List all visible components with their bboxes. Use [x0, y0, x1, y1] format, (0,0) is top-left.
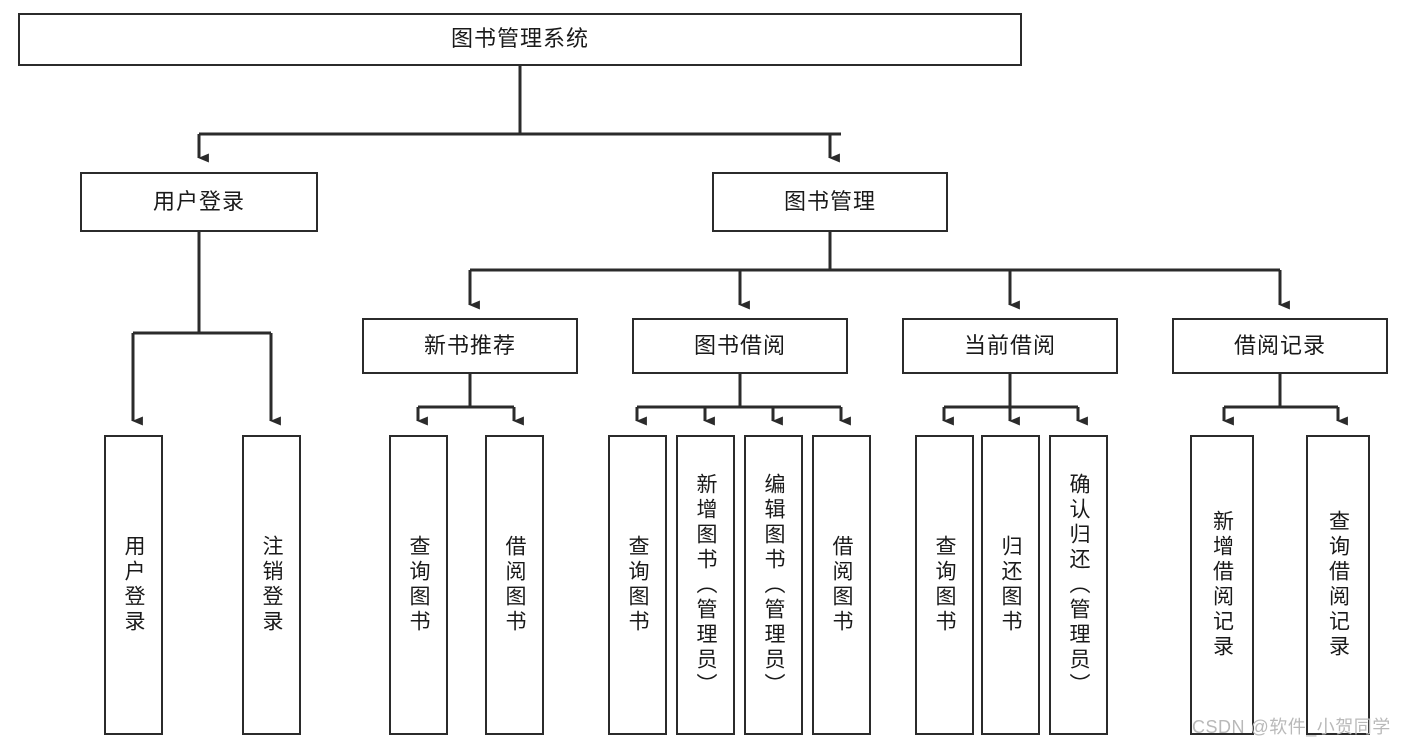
node-root-label: 图书管理系统 [450, 26, 589, 52]
leaf-query-book-1-label: 查询图书 [407, 535, 430, 635]
leaf-query-record-label: 查询借阅记录 [1326, 510, 1350, 660]
leaf-borrow-book-1-label: 借阅图书 [503, 535, 526, 635]
leaf-user-login[interactable]: 用户登录 [104, 435, 163, 735]
leaf-edit-book-label: 编辑图书（管理员） [762, 472, 785, 698]
leaf-query-record[interactable]: 查询借阅记录 [1306, 435, 1370, 735]
leaf-borrow-book-2-label: 借阅图书 [830, 535, 853, 635]
node-book-borrow-label: 图书借阅 [693, 332, 786, 358]
leaf-confirm-return-label: 确认归还（管理员） [1067, 472, 1090, 698]
csdn-watermark: CSDN @软件_小贺同学 [1192, 717, 1391, 737]
leaf-confirm-return[interactable]: 确认归还（管理员） [1049, 435, 1108, 735]
leaf-return-book[interactable]: 归还图书 [981, 435, 1040, 735]
leaf-add-record-label: 新增借阅记录 [1210, 510, 1234, 660]
leaf-query-book-3-label: 查询图书 [933, 535, 956, 635]
leaf-query-book-2[interactable]: 查询图书 [608, 435, 667, 735]
leaf-user-login-label: 用户登录 [122, 535, 145, 635]
leaf-borrow-book-2[interactable]: 借阅图书 [812, 435, 871, 735]
leaf-logout-login[interactable]: 注销登录 [242, 435, 301, 735]
node-new-book-recommend[interactable]: 新书推荐 [362, 318, 578, 374]
leaf-query-book-2-label: 查询图书 [626, 535, 649, 635]
node-current-borrow[interactable]: 当前借阅 [902, 318, 1118, 374]
node-borrow-record-label: 借阅记录 [1233, 332, 1326, 358]
node-book-borrow[interactable]: 图书借阅 [632, 318, 848, 374]
leaf-edit-book[interactable]: 编辑图书（管理员） [744, 435, 803, 735]
leaf-logout-login-label: 注销登录 [260, 535, 283, 635]
node-root[interactable]: 图书管理系统 [18, 13, 1022, 66]
leaf-query-book-3[interactable]: 查询图书 [915, 435, 974, 735]
leaf-add-record[interactable]: 新增借阅记录 [1190, 435, 1254, 735]
leaf-add-book[interactable]: 新增图书（管理员） [676, 435, 735, 735]
leaf-borrow-book-1[interactable]: 借阅图书 [485, 435, 544, 735]
leaf-add-book-label: 新增图书（管理员） [694, 472, 717, 698]
leaf-return-book-label: 归还图书 [999, 535, 1022, 635]
leaf-query-book-1[interactable]: 查询图书 [389, 435, 448, 735]
node-current-borrow-label: 当前借阅 [963, 332, 1056, 358]
node-new-book-recommend-label: 新书推荐 [423, 332, 516, 358]
node-book-management-label: 图书管理 [783, 188, 876, 214]
node-book-management[interactable]: 图书管理 [712, 172, 948, 232]
node-borrow-record[interactable]: 借阅记录 [1172, 318, 1388, 374]
node-user-login-label: 用户登录 [152, 188, 245, 214]
node-user-login[interactable]: 用户登录 [80, 172, 318, 232]
